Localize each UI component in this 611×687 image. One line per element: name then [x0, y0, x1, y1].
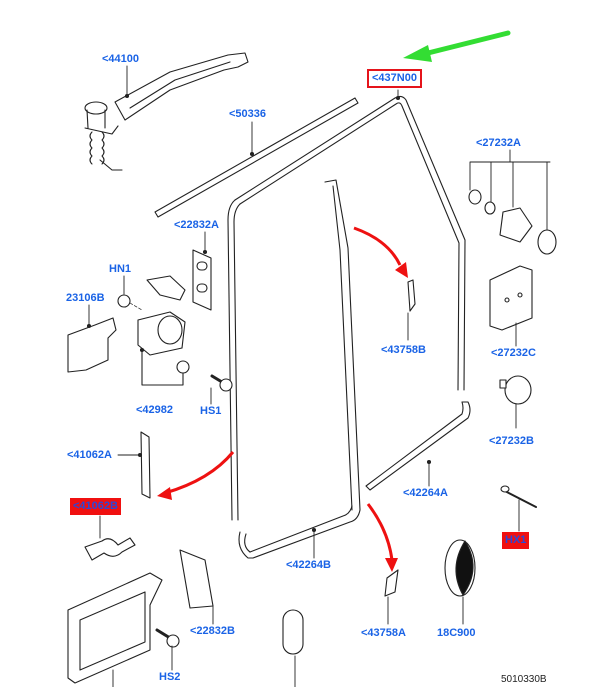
bracket-41062B[interactable] — [84, 515, 136, 561]
label-22832B[interactable]: <22832B — [190, 625, 235, 637]
label-HX1[interactable]: HX1 — [502, 532, 530, 549]
label-42982[interactable]: <42982 — [136, 404, 174, 416]
nut-HN1[interactable] — [117, 275, 143, 311]
label-HN1[interactable]: HN1 — [109, 263, 132, 275]
door-handle-part[interactable] — [84, 52, 249, 171]
label-HS2[interactable]: HS2 — [159, 671, 181, 683]
label-27232B[interactable]: <27232B — [489, 435, 534, 447]
label-41062A[interactable]: <41062A — [67, 449, 112, 461]
lower-hinge[interactable] — [67, 549, 214, 687]
bolt-HS2[interactable] — [155, 628, 180, 671]
label-437N00[interactable]: <437N00 — [367, 69, 422, 88]
label-27232C[interactable]: <27232C — [491, 347, 536, 359]
callout-arrow-43758B — [353, 226, 402, 266]
label-41062B[interactable]: <41062B — [70, 498, 121, 515]
pillar-seal[interactable] — [238, 179, 361, 559]
check-strap-41062A[interactable] — [117, 431, 151, 499]
label-18C900[interactable]: 18C900 — [437, 627, 476, 639]
cover-23106B[interactable] — [67, 304, 117, 373]
rivet-HX1[interactable] — [500, 485, 537, 532]
hinge-plate-22832A[interactable] — [192, 231, 212, 311]
document-id: 5010330B — [501, 674, 547, 685]
label-42264B[interactable]: <42264B — [286, 559, 331, 571]
weatherstrip-50336[interactable] — [154, 97, 359, 218]
cap-part[interactable] — [282, 609, 304, 687]
callout-arrow-43758A — [366, 503, 394, 561]
clip-43758A[interactable] — [384, 569, 399, 625]
arrowhead-icon — [385, 558, 398, 572]
label-27232A[interactable]: <27232A — [476, 137, 521, 149]
plug-27232B[interactable] — [499, 375, 532, 429]
label-44100[interactable]: <44100 — [102, 53, 140, 65]
clip-43758B[interactable] — [407, 279, 416, 341]
green-pointer-arrow — [403, 30, 511, 62]
arrowhead-icon — [395, 262, 408, 278]
bolt-HS1[interactable] — [210, 374, 233, 405]
label-43758A[interactable]: <43758A — [361, 627, 406, 639]
badge-18C900[interactable] — [444, 539, 476, 625]
grommet-set-27232A[interactable] — [468, 149, 557, 255]
seal-42264A[interactable] — [365, 401, 471, 491]
pad-27232C[interactable] — [489, 265, 533, 347]
door-hinge-42982[interactable] — [137, 275, 190, 386]
label-22832A[interactable]: <22832A — [174, 219, 219, 231]
door-seal-437N00[interactable] — [227, 89, 466, 521]
label-50336[interactable]: <50336 — [229, 108, 267, 120]
label-23106B[interactable]: 23106B — [66, 292, 105, 304]
arrowhead-icon — [157, 487, 172, 500]
callout-arrows — [164, 226, 402, 561]
label-43758B[interactable]: <43758B — [381, 344, 426, 356]
label-HS1[interactable]: HS1 — [200, 405, 222, 417]
label-42264A[interactable]: <42264A — [403, 487, 448, 499]
callout-arrow-41062A — [164, 451, 235, 495]
